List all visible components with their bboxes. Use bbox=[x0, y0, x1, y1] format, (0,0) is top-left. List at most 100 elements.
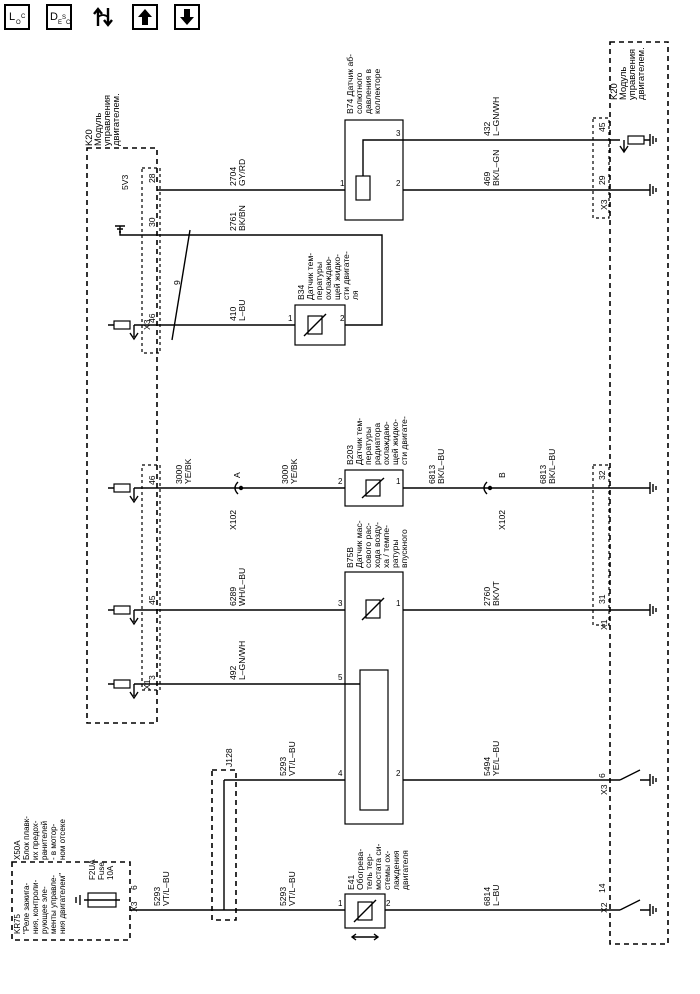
loc-icon: L O C bbox=[9, 11, 26, 26]
b75b-slash bbox=[361, 597, 385, 621]
wl-6813a: 6813 bbox=[427, 465, 437, 484]
pin-6-right: 6 bbox=[597, 773, 607, 778]
svg-text:Модуль: Модуль bbox=[617, 67, 628, 100]
b203-label: B203 Датчик тем- пературы радиатора охла… bbox=[345, 416, 409, 465]
x3-connector-right bbox=[592, 117, 610, 219]
wl-3000ac: YE/BK bbox=[183, 458, 193, 484]
desc-icon: D E S C bbox=[50, 11, 70, 26]
wl-5494: 5494 bbox=[482, 757, 492, 776]
wl-410c: L–BU bbox=[237, 300, 247, 322]
label-x3-right: X3 bbox=[599, 199, 609, 210]
b203-thermistor bbox=[365, 479, 381, 497]
b203-sensor-box bbox=[344, 469, 404, 507]
relay-ground-symbol bbox=[75, 895, 81, 905]
x102-connector-b bbox=[483, 481, 493, 495]
desc-label: D bbox=[50, 11, 58, 23]
wl-6813ac: BK/L–BU bbox=[436, 449, 446, 484]
svg-text:давления в: давления в bbox=[363, 68, 373, 114]
k20-right-module-box bbox=[609, 41, 669, 945]
label-b: B bbox=[497, 472, 507, 478]
svg-text:Обогрева-: Обогрева- bbox=[355, 849, 365, 890]
b75b-sensor-box bbox=[344, 571, 404, 825]
b74-sensor-symbol bbox=[355, 175, 371, 201]
e41-heater-box bbox=[344, 893, 386, 929]
e41-arrows bbox=[350, 933, 380, 941]
b74-pin2: 2 bbox=[396, 179, 401, 188]
arrow-up-button[interactable] bbox=[132, 4, 158, 30]
wl-469c: BK/L–GN bbox=[491, 150, 501, 186]
svg-text:щей жидко-: щей жидко- bbox=[390, 419, 400, 465]
wl-5293c: 5293 bbox=[278, 887, 288, 906]
svg-text:щей жидко-: щей жидко- bbox=[332, 254, 342, 300]
svg-text:ном отсеке: ном отсеке bbox=[58, 819, 67, 860]
desc-sub2: S bbox=[62, 15, 66, 21]
j128-splice-box bbox=[211, 769, 237, 921]
b34-thermistor bbox=[307, 315, 323, 335]
svg-text:хода возду-: хода возду- bbox=[372, 522, 382, 568]
x50a-title: X50A Блок плавк- их предох- ранителей - … bbox=[13, 816, 67, 860]
desc-button[interactable]: D E S C bbox=[46, 4, 72, 30]
wl-2761c: BK/BN bbox=[237, 205, 247, 231]
e41-slash bbox=[353, 899, 377, 923]
b34-pin1: 1 bbox=[288, 314, 293, 323]
loc-sub: O bbox=[16, 20, 21, 26]
pin-31-right: 31 bbox=[597, 594, 607, 604]
svg-text:радиатора: радиатора bbox=[372, 423, 382, 465]
svg-text:управления: управления bbox=[626, 49, 637, 100]
label-x3-right-b: X3 bbox=[599, 784, 609, 795]
svg-text:ния двигателем": ния двигателем" bbox=[58, 873, 67, 934]
b203-slash bbox=[361, 477, 385, 499]
svg-text:двигателем.: двигателем. bbox=[635, 47, 646, 100]
x3-connector-left bbox=[141, 167, 161, 354]
label-x2-right: X2 bbox=[599, 902, 609, 913]
svg-text:управления: управления bbox=[101, 95, 112, 146]
wl-2704c: GY/RD bbox=[237, 159, 247, 186]
pin-32-right: 32 bbox=[597, 470, 607, 480]
svg-text:рующее эле-: рующее эле- bbox=[40, 886, 49, 934]
svg-text:F2UA: F2UA bbox=[88, 859, 97, 880]
b75b-pin1: 1 bbox=[396, 599, 401, 608]
svg-text:лаждения: лаждения bbox=[391, 850, 401, 890]
svg-text:B34: B34 bbox=[296, 284, 306, 300]
loc-label: L bbox=[9, 11, 15, 23]
b34-sensor-box bbox=[294, 304, 346, 346]
wl-432: 432 bbox=[482, 121, 492, 136]
pin-28: 28 bbox=[147, 173, 157, 183]
wl-5293b: 5293 bbox=[152, 887, 162, 906]
left-terminals bbox=[108, 320, 139, 700]
wl-492: 492 bbox=[228, 665, 238, 680]
twisted-pair-9 bbox=[171, 229, 191, 341]
wl-5494c: YE/L–BU bbox=[491, 741, 501, 776]
wl-3000a: 3000 bbox=[174, 465, 184, 484]
x1-connector-right bbox=[592, 464, 610, 626]
svg-text:охлаждаю-: охлаждаю- bbox=[323, 256, 333, 300]
k20-left-title: K20 Модуль управления двигателем. bbox=[83, 93, 121, 146]
svg-text:B203: B203 bbox=[345, 445, 355, 465]
label-x3-bottom: X3 bbox=[129, 901, 139, 912]
wl-410: 410 bbox=[228, 306, 238, 321]
b74-internal bbox=[362, 139, 403, 176]
loc-button[interactable]: L O C bbox=[4, 4, 30, 30]
svg-text:ля: ля bbox=[350, 290, 360, 300]
svg-text:охлаждаю-: охлаждаю- bbox=[381, 421, 391, 465]
x102-connector-a bbox=[234, 481, 244, 495]
wiring-diagram: K20 Модуль управления двигателем. K20 Мо… bbox=[11, 41, 669, 945]
pin-45: 45 bbox=[147, 595, 157, 605]
svg-text:E41: E41 bbox=[346, 874, 356, 890]
flow-button[interactable] bbox=[90, 4, 116, 30]
svg-text:пературы: пературы bbox=[363, 427, 373, 465]
wl-5293a: 5293 bbox=[278, 757, 288, 776]
pin-45-right: 45 bbox=[597, 122, 607, 132]
arrow-down-button[interactable] bbox=[174, 4, 200, 30]
label-x102-b: X102 bbox=[497, 510, 507, 530]
arrow-up-icon bbox=[138, 9, 152, 25]
svg-text:K20: K20 bbox=[608, 83, 619, 100]
svg-text:двигателем.: двигателем. bbox=[110, 93, 121, 146]
svg-text:Блок плавк-: Блок плавк- bbox=[22, 816, 31, 860]
wl-6814c: L–BU bbox=[491, 885, 501, 907]
svg-text:B74 Датчик аб-: B74 Датчик аб- bbox=[345, 54, 355, 114]
e41-label: E41 Обогрева- тель тер- мостата си- стем… bbox=[346, 843, 410, 890]
svg-text:двигателя: двигателя bbox=[400, 850, 410, 890]
b75b-pin2: 2 bbox=[396, 769, 401, 778]
svg-text:мостата си-: мостата си- bbox=[373, 843, 383, 890]
